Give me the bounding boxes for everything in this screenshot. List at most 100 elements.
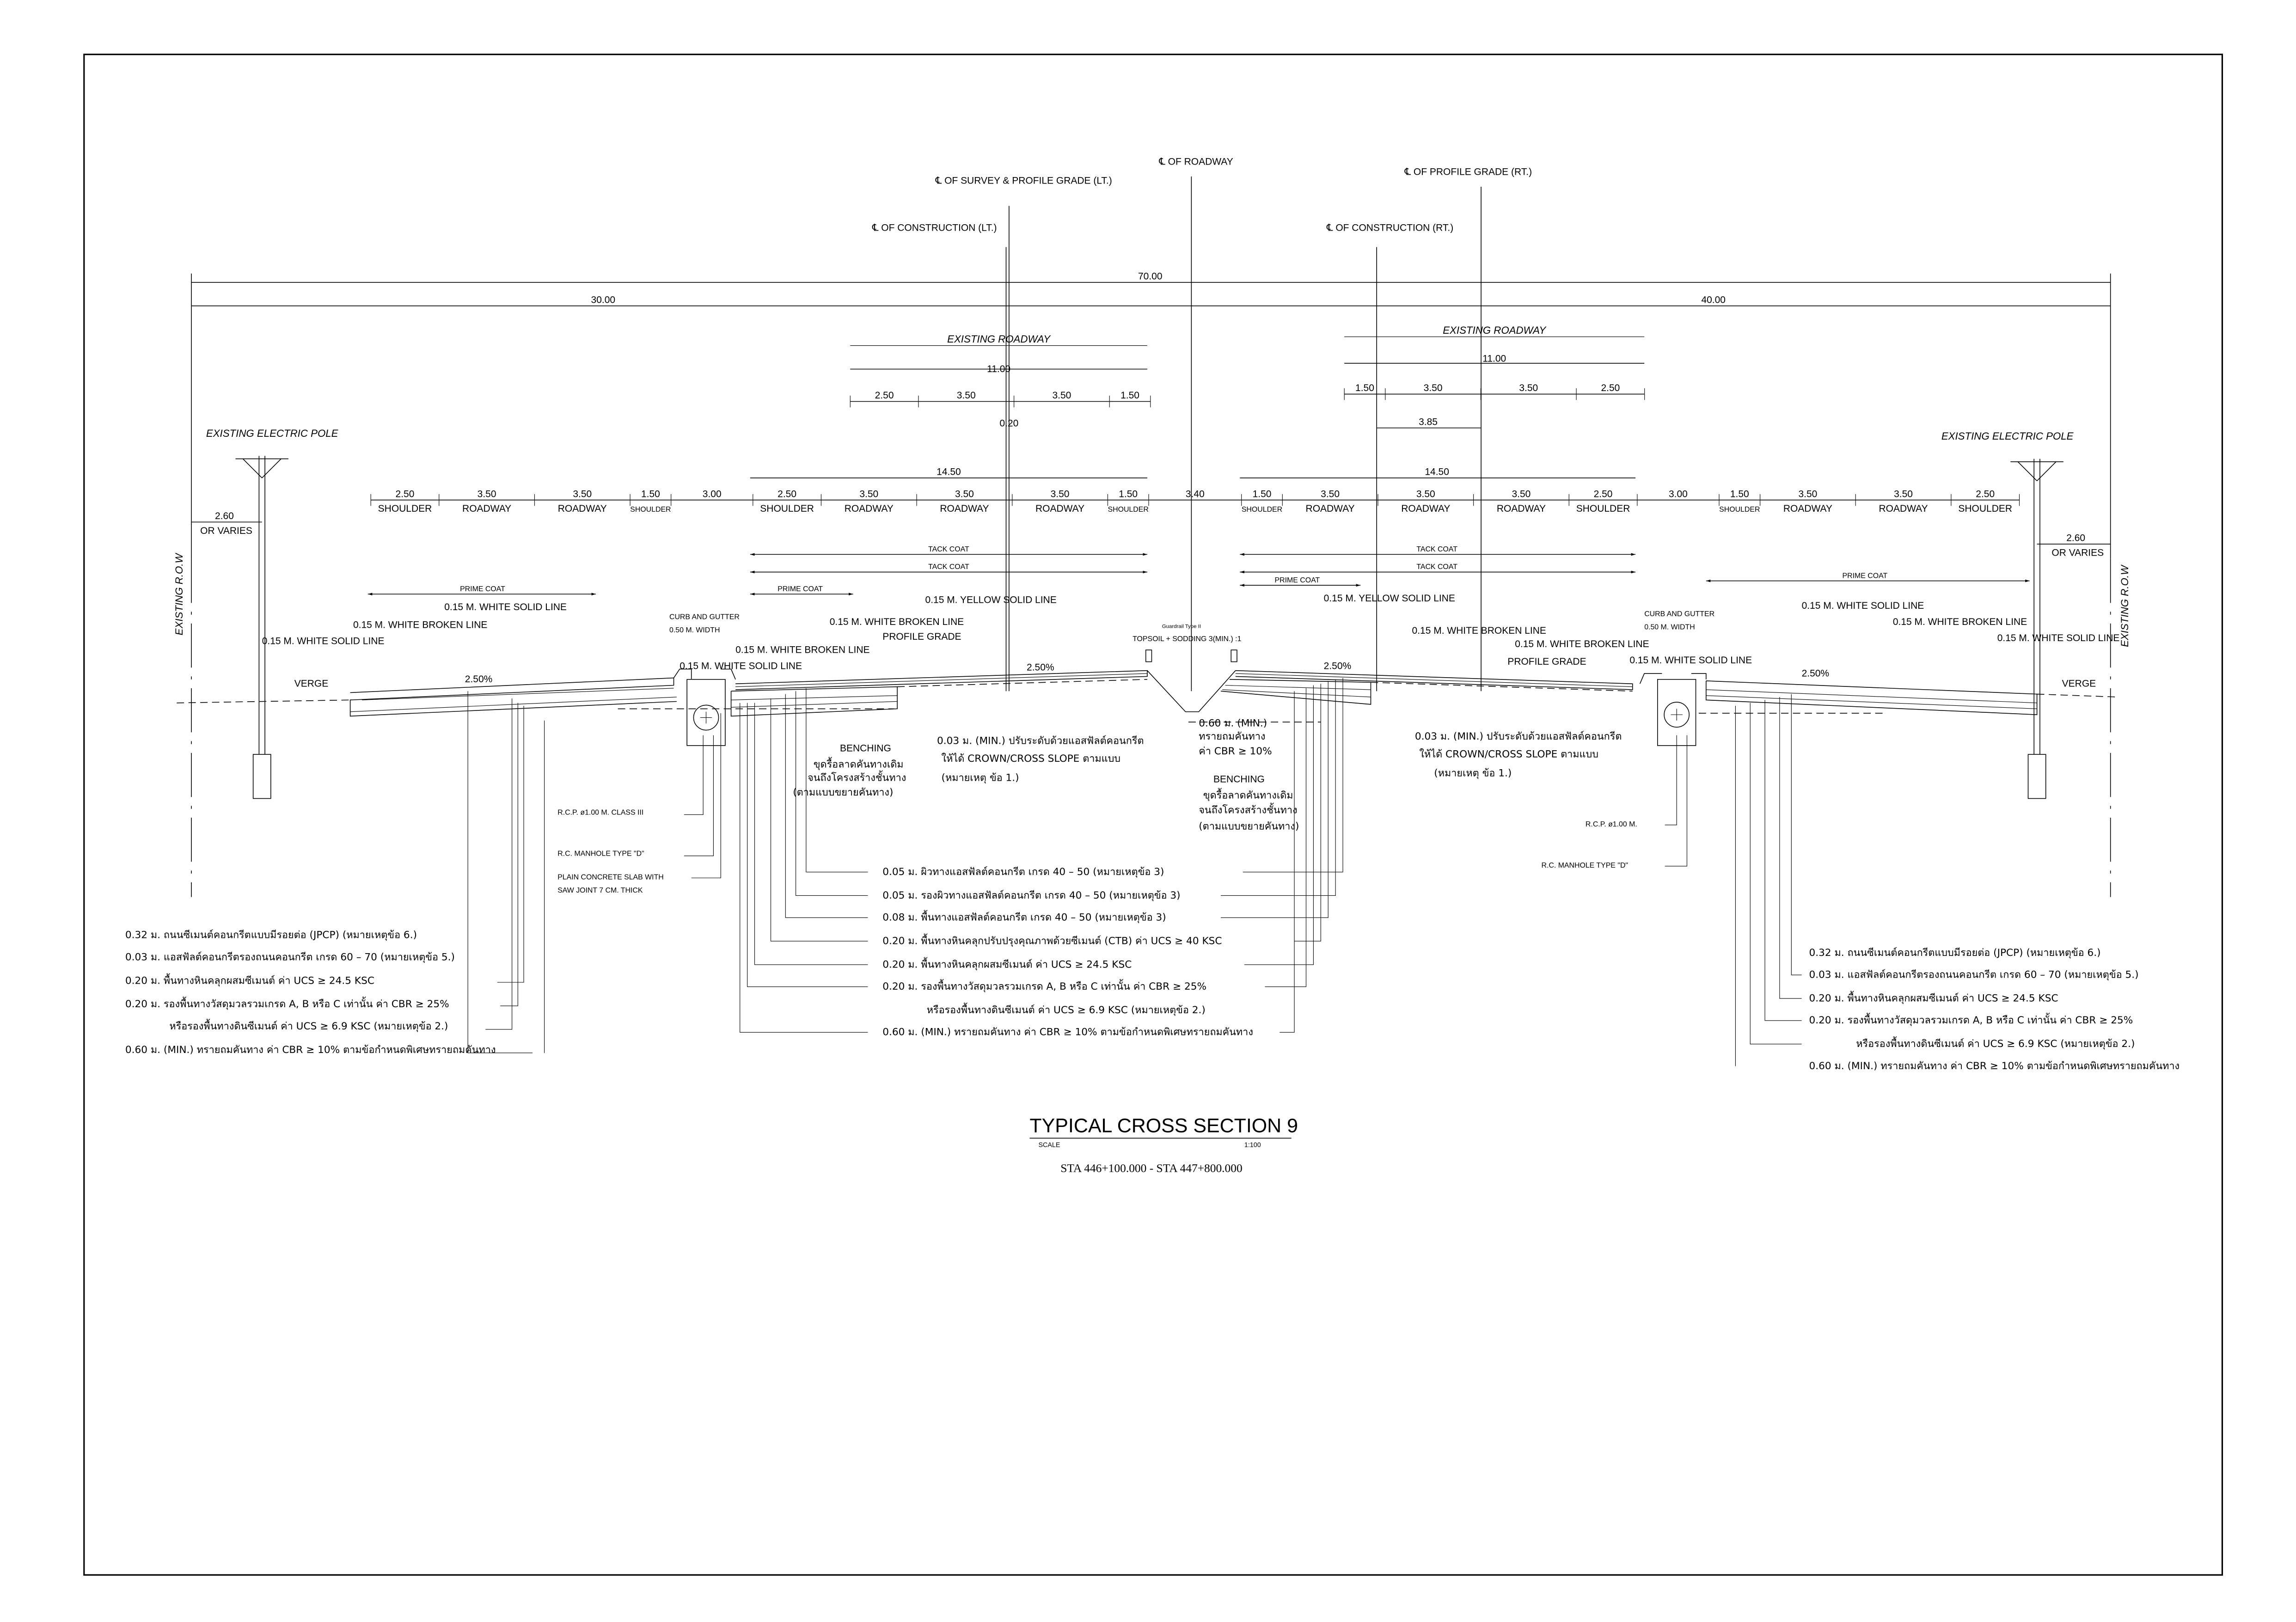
- dim-value: 3.00: [1669, 489, 1688, 499]
- dim-value: 2.50: [1601, 383, 1620, 393]
- note-manhole-lt: R.C. MANHOLE TYPE "D": [557, 850, 644, 858]
- note-verge: VERGE: [2062, 679, 2096, 689]
- cl-construction-lt-label: ℄ OF CONSTRUCTION (LT.): [872, 222, 997, 233]
- pole-lt-icon: [235, 456, 289, 799]
- slope-label: 2.50%: [1324, 661, 1352, 672]
- dim-segment-label: ROADWAY: [462, 503, 511, 514]
- note-benching-th: ขุดรื้อลาดคันทางเดิม: [814, 757, 904, 771]
- note-benching-th: (ตามแบบขยายคันทาง): [793, 787, 893, 798]
- dim-segment-label: SHOULDER: [1108, 506, 1149, 514]
- note-benching-th: จนถึงโครงสร้างชั้นทาง: [1199, 802, 1297, 816]
- note-manhole-rt: R.C. MANHOLE TYPE "D": [1542, 862, 1629, 869]
- note-profile-grade: PROFILE GRADE: [882, 631, 961, 642]
- dim-value: 2.50: [1976, 489, 1995, 499]
- dim-value: 3.50: [957, 390, 976, 401]
- row-lt-label: EXISTING R.O.W: [173, 553, 185, 636]
- dim-value: 1.50: [641, 489, 660, 499]
- note-leveling: 0.03 ม. (MIN.) ปรับระดับด้วยแอสฟัลต์คอนก…: [937, 735, 1144, 747]
- dim-value: 2.50: [778, 489, 796, 499]
- note-white-solid: 0.15 M. WHITE SOLID LINE: [1997, 633, 2120, 643]
- dim-segment-label: SHOULDER: [760, 503, 814, 514]
- note-curb-width: 0.50 M. WIDTH: [1644, 624, 1695, 631]
- manhole-lt-icon: [686, 679, 726, 746]
- dim-segment-label: SHOULDER: [378, 503, 432, 514]
- layers-outer-lt: 0.32 ม. ถนนซีเมนต์คอนกรีตแบบมีรอยต่อ (JP…: [125, 930, 496, 1056]
- dim-right: 40.00: [1701, 294, 1726, 305]
- layer-note: 0.20 ม. พื้นทางหินคลุกผสมซีเมนต์ ค่า UCS…: [882, 957, 1132, 970]
- prime-coat-rt-outer: PRIME COAT: [1843, 572, 1888, 580]
- dim-segment-label: ROADWAY: [558, 503, 607, 514]
- dim-segment-label: ROADWAY: [1401, 503, 1450, 514]
- note-white-solid: 0.15 M. WHITE SOLID LINE: [444, 602, 567, 612]
- layer-note: หรือรองพื้นทางดินซีเมนต์ ค่า UCS ≥ 6.9 K…: [1856, 1036, 2135, 1050]
- dim-value: 3.50: [1894, 489, 1913, 499]
- dim-value: 3.40: [1186, 489, 1205, 499]
- row-offset-rt: 2.60: [2066, 533, 2085, 544]
- note-leveling: 0.03 ม. (MIN.) ปรับระดับด้วยแอสฟัลต์คอนก…: [1415, 731, 1622, 742]
- dim-value: 3.50: [1051, 489, 1070, 499]
- dim-value: 3.50: [1321, 489, 1340, 499]
- note-verge: VERGE: [294, 679, 328, 689]
- carriageway-rt-width: 14.50: [1425, 467, 1449, 477]
- tack-coat-lt-1: TACK COAT: [928, 545, 969, 553]
- dim-segment-label: SHOULDER: [1242, 506, 1282, 514]
- dim-value: 1.50: [1355, 383, 1374, 393]
- layer-note: 0.32 ม. ถนนซีเมนต์คอนกรีตแบบมีรอยต่อ (JP…: [125, 930, 417, 941]
- dim-segment-label: ROADWAY: [1783, 503, 1832, 514]
- layer-note: 0.03 ม. แอสฟัลต์คอนกรีตรองถนนคอนกรีต เกร…: [125, 951, 455, 963]
- layer-note: 0.20 ม. พื้นทางหินคลุกปรับปรุงคุณภาพด้วย…: [882, 933, 1222, 947]
- note-yellow-solid: 0.15 M. YELLOW SOLID LINE: [1324, 593, 1455, 604]
- note-leveling: ให้ได้ CROWN/CROSS SLOPE ตามแบบ: [1419, 748, 1598, 760]
- existing-rt-total: 11.00: [1482, 354, 1506, 364]
- layer-note: หรือรองพื้นทางดินซีเมนต์ ค่า UCS ≥ 6.9 K…: [169, 1019, 448, 1032]
- cl-survey-lt-label: ℄ OF SURVEY & PROFILE GRADE (LT.): [935, 176, 1112, 186]
- note-leveling: (หมายเหตุ ข้อ 1.): [1434, 768, 1512, 779]
- dim-value: 2.50: [875, 390, 894, 401]
- layer-note: 0.32 ม. ถนนซีเมนต์คอนกรีตแบบมีรอยต่อ (JP…: [1809, 947, 2101, 959]
- note-white-broken: 0.15 M. WHITE BROKEN LINE: [1515, 639, 1649, 649]
- existing-roadway-rt-label: EXISTING ROADWAY: [1443, 324, 1547, 336]
- layer-note: 0.20 ม. รองพื้นทางวัสดุมวลรวมเกรด A, B ห…: [125, 997, 449, 1010]
- note-benching-th: (ตามแบบขยายคันทาง): [1199, 820, 1299, 832]
- layer-note: 0.05 ม. ผิวทางแอสฟัลต์คอนกรีต เกรด 40 – …: [882, 866, 1164, 878]
- dim-value: 1.50: [1730, 489, 1749, 499]
- existing-roadway: EXISTING ROADWAY 11.00 0.20 EXISTING ROA…: [850, 324, 1645, 429]
- layers-outer-rt: 0.32 ม. ถนนซีเมนต์คอนกรีตแบบมีรอยต่อ (JP…: [1809, 947, 2180, 1072]
- dim-value: 3.50: [1798, 489, 1817, 499]
- dim-value: 2.50: [396, 489, 415, 499]
- slope-label: 2.50%: [465, 674, 493, 685]
- station-range: STA 446+100.000 - STA 447+800.000: [1060, 1162, 1242, 1175]
- dim-left: 30.00: [591, 294, 616, 305]
- note-slab: PLAIN CONCRETE SLAB WITH: [557, 873, 664, 881]
- pipe-lt-icon: [693, 704, 719, 731]
- dim-value: 2.50: [1594, 489, 1613, 499]
- title-block: TYPICAL CROSS SECTION 9 SCALE 1:100 STA …: [1029, 1115, 1298, 1175]
- dim-value: 1.50: [1253, 489, 1272, 499]
- note-fill: ทรายถมคันทาง: [1199, 731, 1265, 742]
- dim-segment-label: ROADWAY: [940, 503, 989, 514]
- note-fill: 0.60 ม. (MIN.): [1199, 718, 1267, 729]
- note-white-broken: 0.15 M. WHITE BROKEN LINE: [353, 619, 487, 630]
- dim-segment-label: ROADWAY: [845, 503, 894, 514]
- layer-note: 0.03 ม. แอสฟัลต์คอนกรีตรองถนนคอนกรีต เกร…: [1809, 969, 2139, 981]
- cl-roadway-label: ℄ OF ROADWAY: [1158, 156, 1233, 167]
- row-offset-lt-note: OR VARIES: [200, 526, 252, 536]
- note-white-solid: 0.15 M. WHITE SOLID LINE: [1802, 600, 1924, 611]
- dim-segment-label: ROADWAY: [1306, 503, 1355, 514]
- note-curb-width: 0.50 M. WIDTH: [669, 626, 720, 634]
- dim-value: 3.50: [1519, 383, 1538, 393]
- existing-lt-offset: 0.20: [999, 418, 1018, 429]
- prime-coat-lt-outer: PRIME COAT: [460, 585, 505, 593]
- dim-value: 3.50: [955, 489, 974, 499]
- layer-note: 0.08 ม. พื้นทางแอสฟัลต์คอนกรีต เกรด 40 –…: [882, 910, 1166, 924]
- note-benching: BENCHING: [840, 743, 891, 754]
- layer-note: 0.20 ม. พื้นทางหินคลุกผสมซีเมนต์ ค่า UCS…: [125, 973, 374, 986]
- layer-note: 0.20 ม. พื้นทางหินคลุกผสมซีเมนต์ ค่า UCS…: [1809, 991, 2058, 1004]
- layer-note: หรือรองพื้นทางดินซีเมนต์ ค่า UCS ≥ 6.9 K…: [927, 1003, 1206, 1016]
- dim-segment-label: ROADWAY: [1035, 503, 1084, 514]
- layer-note: 0.60 ม. (MIN.) ทรายถมคันทาง ค่า CBR ≥ 10…: [882, 1027, 1253, 1038]
- row-offsets: 2.60 OR VARIES 2.60 OR VARIES: [191, 511, 2111, 558]
- guardrail-lt-icon: [1145, 649, 1152, 662]
- note-fill: ค่า CBR ≥ 10%: [1199, 746, 1272, 757]
